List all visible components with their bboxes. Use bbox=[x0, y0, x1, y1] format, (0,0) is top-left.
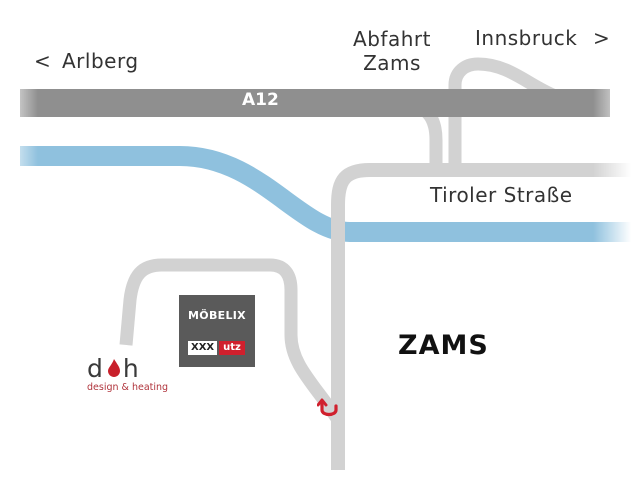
dh-design-heating-logo: dh design & heating bbox=[87, 354, 169, 396]
exit-label: Abfahrt Zams bbox=[351, 27, 433, 75]
flame-icon bbox=[108, 359, 120, 377]
store-building: MÖBELIX XXX utz bbox=[179, 295, 255, 367]
east-destination-label: Innsbruck bbox=[475, 26, 578, 50]
motorway-label: A12 bbox=[242, 90, 279, 110]
dh-logo-tagline: design & heating bbox=[87, 382, 169, 393]
xxxlutz-logo-left: XXX bbox=[188, 341, 218, 355]
dh-logo-mark: dh bbox=[87, 354, 159, 383]
exit-label-line1: Abfahrt bbox=[353, 27, 431, 51]
xxxlutz-logo: XXX utz bbox=[188, 341, 245, 355]
west-destination-label: Arlberg bbox=[62, 49, 139, 73]
exit-label-line2: Zams bbox=[363, 51, 421, 75]
east-arrow: > bbox=[593, 26, 611, 50]
u-turn-arrow-icon bbox=[317, 398, 338, 417]
west-arrow: < bbox=[34, 49, 52, 73]
town-label: ZAMS bbox=[398, 330, 489, 361]
xxxlutz-logo-right: utz bbox=[219, 341, 245, 355]
street-label: Tiroler Straße bbox=[430, 183, 573, 207]
moebelix-logo: MÖBELIX bbox=[188, 309, 246, 322]
